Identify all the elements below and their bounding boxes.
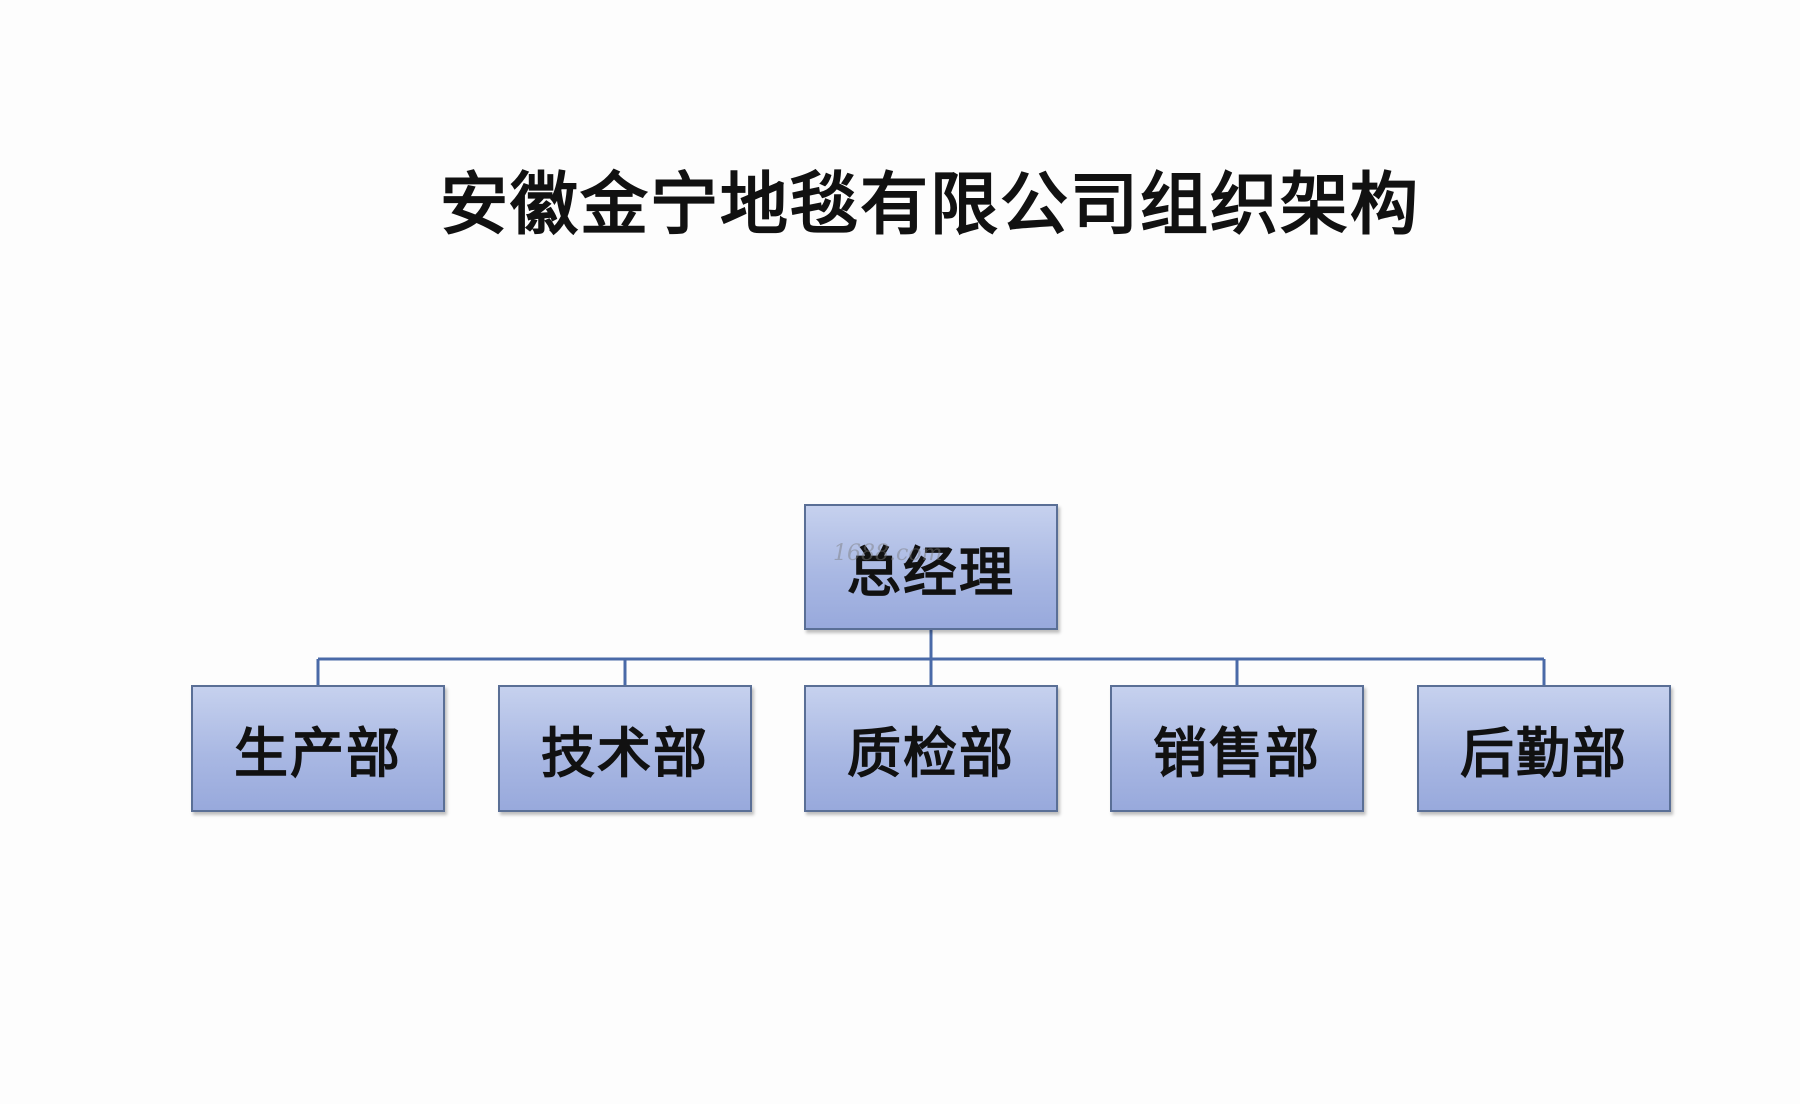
chart-title: 安徽金宁地毯有限公司组织架构 [439,166,1420,245]
node-technology-dept: 技术部 [498,685,752,812]
node-production-dept: 生产部 [191,685,445,812]
node-sales-dept: 销售部 [1110,685,1364,812]
node-logistics-dept: 后勤部 [1417,685,1671,812]
node-general-manager: 总经理 [804,504,1058,630]
node-quality-dept: 质检部 [804,685,1058,812]
